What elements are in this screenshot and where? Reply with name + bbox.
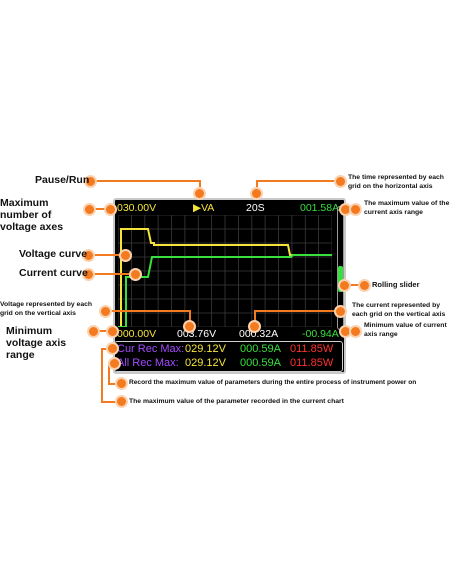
connector-voltage-grid [110, 310, 190, 312]
callout-min-current: Minimum value of current axis range [364, 322, 447, 338]
callout-voltage-curve: Voltage curve [19, 248, 88, 260]
cur-rec-power: 011.85W [290, 343, 334, 355]
dot-min-voltage-target [108, 327, 117, 336]
callout-max-voltage: Maximum number of voltage axes [0, 197, 64, 233]
callout-current-curve: Current curve [19, 267, 88, 279]
connector-record-power-vert [108, 362, 110, 384]
connector-min-voltage [99, 330, 115, 332]
dot-rolling-slider [360, 281, 369, 290]
dot-max-current-target [341, 205, 350, 214]
connector-current-curve [93, 273, 135, 275]
connector-time-grid-drop [256, 180, 258, 194]
callout-voltage-grid: Voltage represented by each grid on the … [0, 301, 93, 317]
dot-time-grid [336, 177, 345, 186]
cur-rec-current: 000.59A [240, 343, 281, 355]
top-current-value: 001.58A [300, 202, 340, 214]
current-curve [118, 254, 332, 327]
cur-rec-voltage: 029.12V [185, 343, 226, 355]
dot-current-grid-target [250, 322, 259, 331]
callout-min-voltage: Minimum voltage axis range [6, 325, 67, 361]
waveform-chart [118, 215, 332, 327]
voltage-curve [118, 228, 332, 327]
connector-record-chart-top [101, 348, 111, 350]
all-rec-voltage: 029.12V [185, 357, 226, 369]
dot-pause-run-target [195, 189, 204, 198]
dot-voltage-grid [101, 307, 110, 316]
connector-voltage-grid-rise [189, 310, 191, 326]
connector-time-grid [256, 180, 338, 182]
all-rec-current: 000.59A [240, 357, 281, 369]
bottom-current-value: -00.94A [302, 328, 339, 340]
connector-record-chart-bottom [101, 401, 119, 403]
dot-min-current [351, 327, 360, 336]
connector-current-grid-rise [254, 310, 256, 326]
dot-record-chart-target [108, 344, 117, 353]
dot-pause-run [86, 177, 95, 186]
dot-min-voltage [89, 327, 98, 336]
dot-rolling-slider-target [340, 281, 349, 290]
dot-current-grid [336, 307, 345, 316]
callout-pause-run: Pause/Run [35, 174, 90, 186]
dot-max-current [351, 205, 360, 214]
current-scale-value: 000.32A [239, 328, 279, 340]
connector-current-grid [254, 310, 340, 312]
dot-time-grid-target [252, 189, 261, 198]
dot-max-voltage [85, 205, 94, 214]
all-rec-power: 011.85W [290, 357, 334, 369]
connector-max-voltage [95, 208, 113, 210]
top-voltage-value: 030.00V [117, 202, 157, 214]
dot-record-chart [117, 397, 126, 406]
callout-record-chart: The maximum value of the parameter recor… [129, 398, 344, 405]
dot-voltage-grid-target [185, 322, 194, 331]
voltage-scale-value: 003.76V [177, 328, 217, 340]
callout-rolling-slider: Rolling slider [372, 280, 420, 289]
dot-voltage-curve [84, 251, 93, 260]
connector-rolling-slider [343, 284, 362, 286]
rolling-slider-thumb[interactable] [338, 266, 343, 292]
callout-max-current: The maximum value of the current axis ra… [364, 200, 450, 216]
dot-min-current-target [341, 327, 350, 336]
connector-voltage-curve [93, 254, 123, 256]
dot-max-voltage-target [106, 205, 115, 214]
chart-grid [118, 215, 332, 327]
connector-pause-run-drop [199, 180, 201, 194]
dot-current-curve [84, 270, 93, 279]
connector-record-chart-vert [101, 348, 103, 402]
device-screen: 030.00V ▶VA 20S 001.58A 000.00V 003.76V … [113, 198, 346, 374]
callout-record-power-on: Record the maximum value of parameters d… [129, 379, 417, 386]
pause-run-indicator[interactable]: ▶VA [193, 202, 215, 214]
dot-voltage-curve-target [121, 251, 130, 260]
dot-record-power-target [110, 359, 119, 368]
connector-pause-run [96, 180, 200, 182]
rolling-slider-track[interactable] [337, 206, 344, 330]
callout-time-grid: The time represented by each grid on the… [348, 174, 444, 190]
bottom-voltage-value: 000.00V [117, 328, 157, 340]
dot-current-curve-target [131, 270, 140, 279]
callout-current-grid: The current represented by each grid on … [352, 302, 446, 318]
cur-rec-label: Cur Rec Max: [117, 343, 185, 355]
connector-record-power-bottom [108, 383, 120, 385]
time-scale-value: 20S [246, 202, 265, 214]
all-rec-label: All Rec Max: [117, 357, 179, 369]
record-panel: Cur Rec Max: 029.12V 000.59A 011.85W All… [114, 341, 343, 372]
dot-record-power [117, 379, 126, 388]
